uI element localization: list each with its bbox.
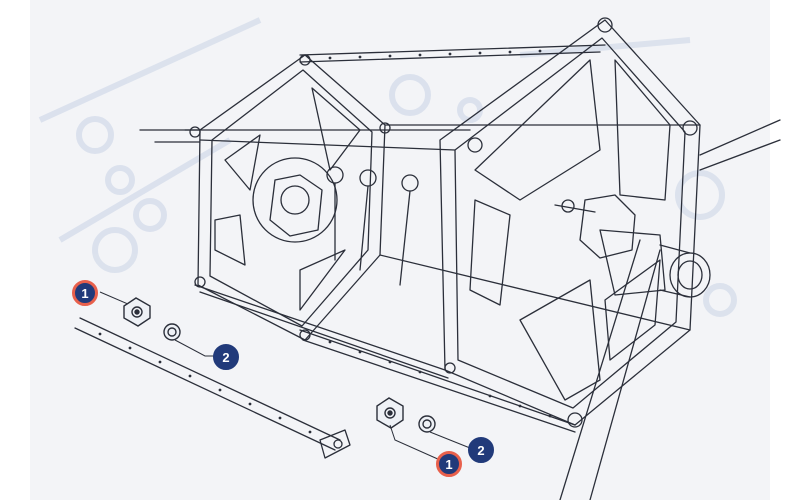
machine-frame xyxy=(74,17,781,500)
part-lock-nut-left xyxy=(163,323,181,341)
callout-label: 1 xyxy=(445,456,453,472)
rivet-holes xyxy=(98,49,552,434)
part-lock-nut-right xyxy=(418,415,436,433)
callout-label: 2 xyxy=(477,442,485,458)
callout-label: 1 xyxy=(81,285,89,301)
part-flange-nut-right xyxy=(376,397,404,429)
callout-2-left: 2 xyxy=(213,344,239,370)
leader-lines xyxy=(99,291,471,461)
part-flange-nut-left xyxy=(123,297,151,327)
callout-2-right: 2 xyxy=(468,437,494,463)
callout-label: 2 xyxy=(222,349,230,365)
callout-1-left: 1 xyxy=(72,280,98,306)
background-watermark xyxy=(38,17,737,317)
callout-1-right: 1 xyxy=(436,451,462,477)
